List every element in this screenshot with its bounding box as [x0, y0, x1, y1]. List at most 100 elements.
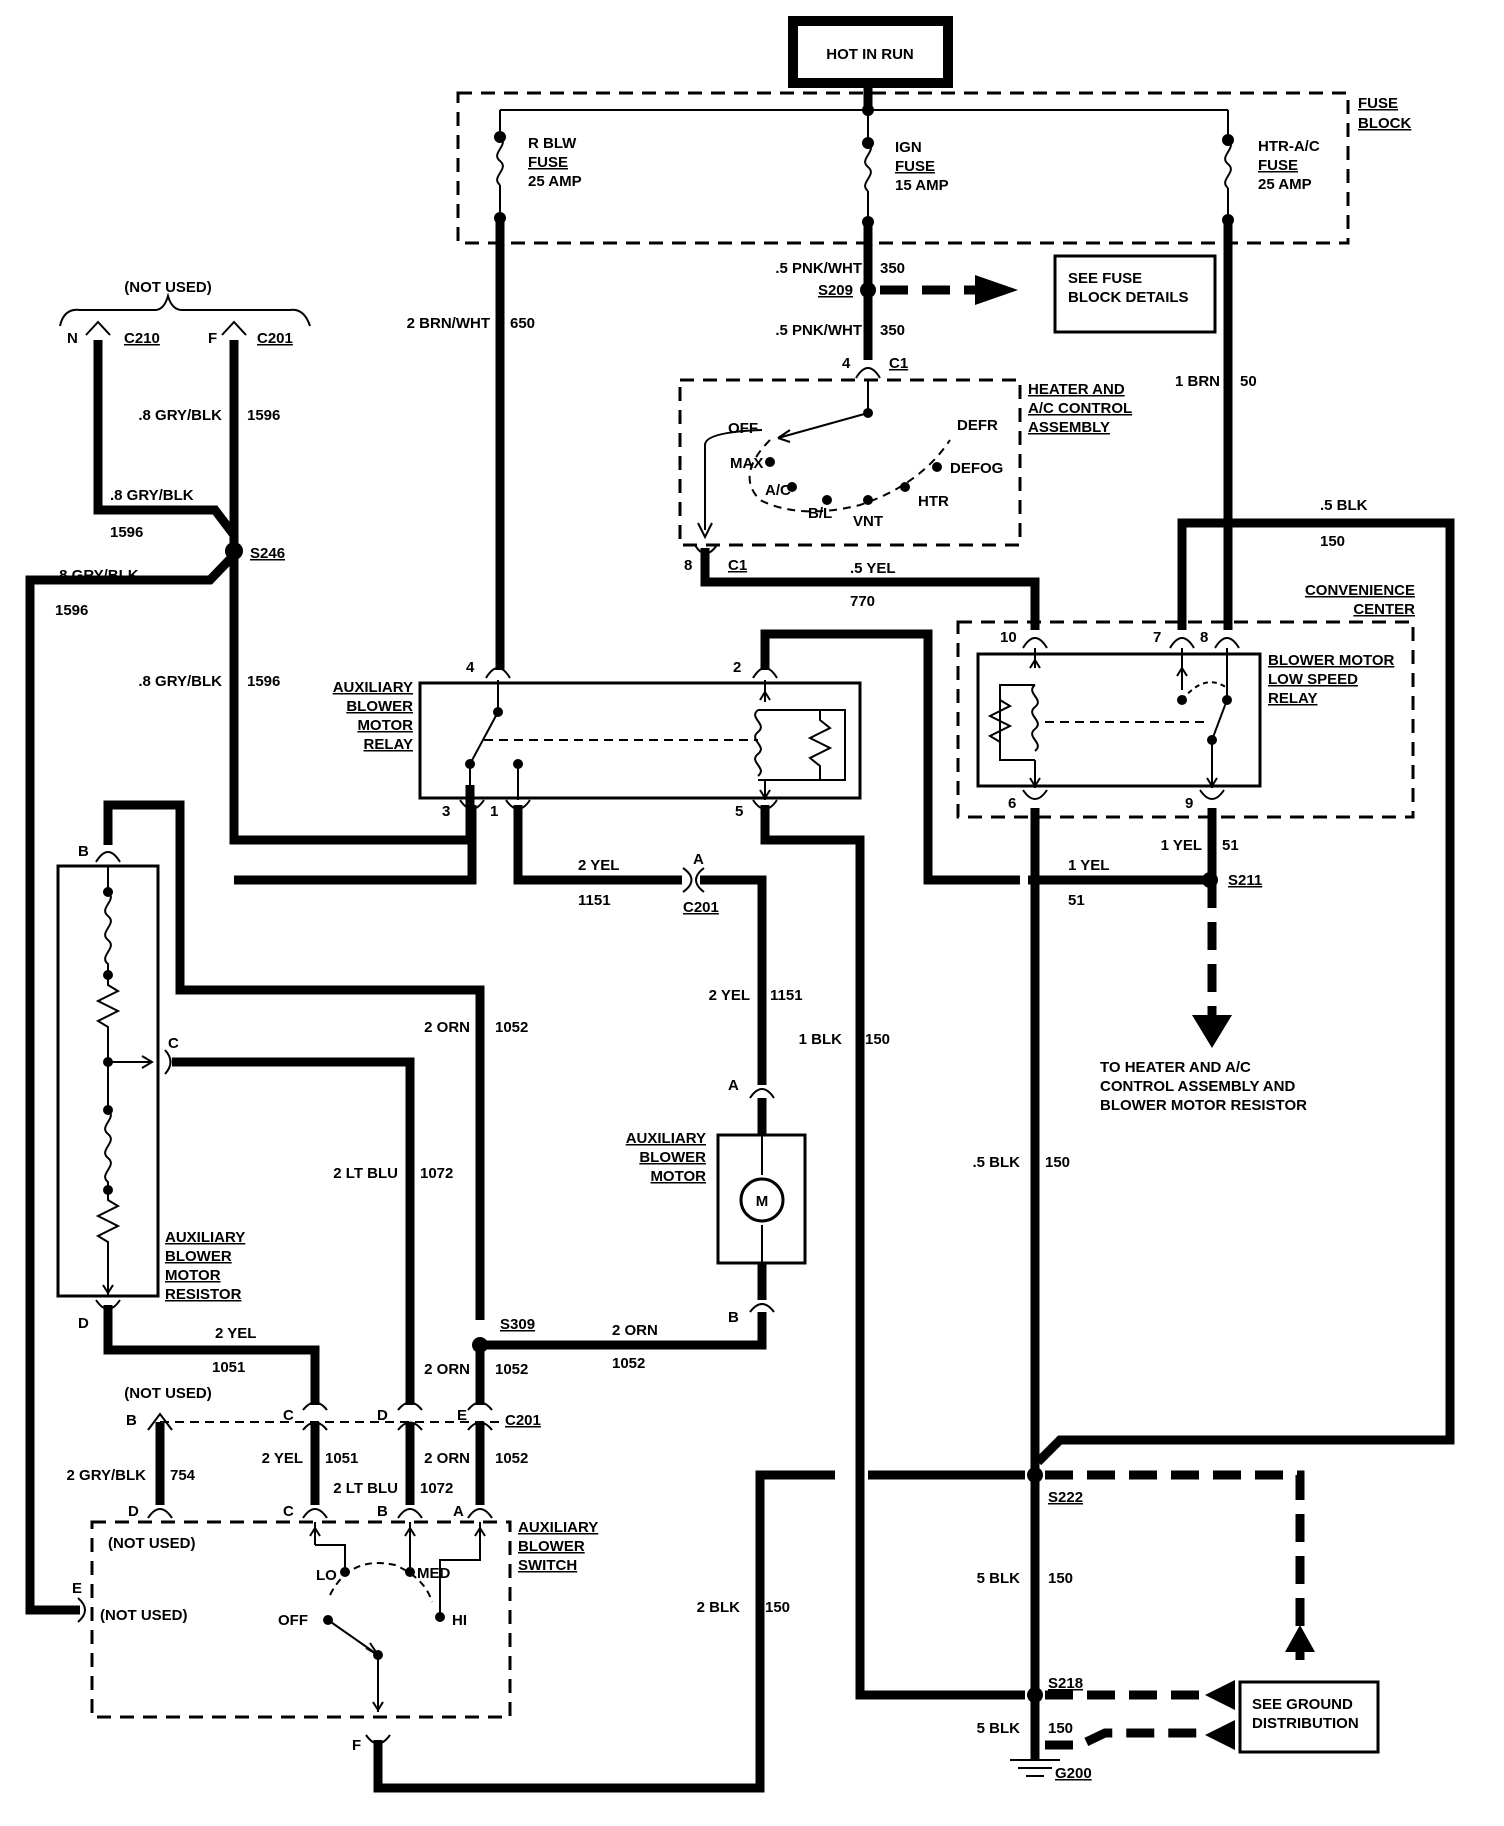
- fuse-htrac-name: HTR-A/C: [1258, 138, 1320, 155]
- yel-1151-circuit: A C201 2 YEL 1151 2 YEL 1151 A: [513, 805, 803, 1099]
- resistor-wire-labels: 2 ORN 1052 2 LT BLU 1072 2 YEL 1051: [212, 1019, 528, 1376]
- splice-s218-label: S218: [1048, 1675, 1083, 1692]
- pin-4-relay: 4: [466, 659, 475, 676]
- wire-label-yel-2-b: 2 YEL: [709, 987, 750, 1004]
- wire-label-yel-2-d: 2 YEL: [262, 1450, 303, 1467]
- wire-label-brn-wht: 2 BRN/WHT: [407, 315, 490, 332]
- not-used-switch-e: (NOT USED): [100, 1607, 188, 1624]
- aux-resistor-title-3: MOTOR: [165, 1267, 221, 1284]
- c201-connector-row: (NOT USED) B C D E C201 2 GRY/BLK 754 2 …: [67, 1385, 541, 1505]
- fuse-htrac-amp: 25 AMP: [1258, 176, 1312, 193]
- wire-circuit-1596-d: 1596: [247, 673, 280, 690]
- orn-1052-circuit: S309 2 ORN 1052 2 ORN 1052: [424, 1312, 767, 1405]
- switch-pos-hi: HI: [452, 1612, 467, 1629]
- pin-d-c201: D: [377, 1407, 388, 1424]
- brn-wht-circuit: 2 BRN/WHT 650: [407, 218, 535, 670]
- wire-circuit-150-a: 150: [865, 1031, 890, 1048]
- hvac-title-2: A/C CONTROL: [1028, 400, 1132, 417]
- pin-a-c201-mid: A: [693, 851, 704, 868]
- to-heater-line-3: BLOWER MOTOR RESISTOR: [1100, 1097, 1307, 1114]
- splice-s209-label: S209: [818, 282, 853, 299]
- aux-switch-title-1: AUXILIARY: [518, 1519, 598, 1536]
- wire-circuit-350-b: 350: [880, 322, 905, 339]
- pin-1-relay: 1: [490, 803, 498, 820]
- wire-circuit-1051-a: 1051: [212, 1359, 245, 1376]
- aux-blower-motor-resistor: B AUXILIARY BLOWER MOTOR RESISTOR C D: [56, 800, 485, 1405]
- pin-5-relay: 5: [735, 803, 743, 820]
- aux-resistor-title-4: RESISTOR: [165, 1286, 242, 1303]
- fuse-ign-word: FUSE: [895, 158, 935, 175]
- hvac-pos-defr: DEFR: [957, 417, 998, 434]
- pin-c-switch: C: [283, 1503, 294, 1520]
- brn-50-circuit: 1 BRN 50: [1175, 220, 1257, 630]
- wire-label-yel-1-b: 1 YEL: [1161, 837, 1202, 854]
- fuse-ign-amp: 15 AMP: [895, 177, 949, 194]
- hot-in-run-label: HOT IN RUN: [826, 46, 914, 63]
- wire-circuit-1072-a: 1072: [420, 1165, 453, 1182]
- pin-8-c1: 8: [684, 557, 692, 574]
- wire-circuit-150-d: 150: [1048, 1570, 1073, 1587]
- to-heater-line-1: TO HEATER AND A/C: [1100, 1059, 1251, 1076]
- fuse-rblw-name: R BLW: [528, 135, 577, 152]
- wire-label-blk-1: 1 BLK: [799, 1031, 843, 1048]
- gry-blk-circuit: (NOT USED) N C210 F C201 S246 .8 GRY/BLK…: [25, 279, 475, 1615]
- wire-label-gry-blk-a: .8 GRY/BLK: [138, 407, 222, 424]
- wire-circuit-1052-a: 1052: [495, 1019, 528, 1036]
- aux-blower-switch: AUXILIARY BLOWER SWITCH D C B A (NOT USE…: [72, 1470, 1025, 1793]
- low-speed-relay-title-1: BLOWER MOTOR: [1268, 652, 1395, 669]
- fuse-block-label-1: FUSE: [1358, 95, 1398, 112]
- splice-s211-label: S211: [1228, 872, 1262, 889]
- wire-label-gry-blk-2: 2 GRY/BLK: [67, 1467, 147, 1484]
- wire-circuit-1151-b: 1151: [770, 987, 803, 1004]
- low-speed-relay-title-3: RELAY: [1268, 690, 1317, 707]
- pin-7-llr: 7: [1153, 629, 1161, 646]
- splice-s246-dot: [225, 542, 243, 560]
- aux-switch-title-3: SWITCH: [518, 1557, 577, 1574]
- switch-pos-med: MED: [417, 1565, 451, 1582]
- wire-circuit-150-f: 150: [765, 1599, 790, 1616]
- fuse-block-label-2: BLOCK: [1358, 115, 1411, 132]
- splice-s218-dot: [1027, 1687, 1043, 1703]
- aux-blower-motor-relay: AUXILIARY BLOWER MOTOR RELAY 4 2 3 1 5: [333, 659, 862, 820]
- wire-circuit-754: 754: [170, 1467, 196, 1484]
- aux-blower-motor: M AUXILIARY BLOWER MOTOR B: [626, 1098, 807, 1326]
- pin-f-c201-top: F: [208, 330, 217, 347]
- hvac-pos-defog: DEFOG: [950, 460, 1003, 477]
- pin-a-motor: A: [728, 1077, 739, 1094]
- ign-feed-circuit: SEE FUSE BLOCK DETAILS .5 PNK/WHT 350 S2…: [775, 222, 1217, 379]
- yel-770-circuit: 8 C1 .5 YEL 770: [684, 544, 1040, 630]
- pin-4-c1: 4: [842, 355, 851, 372]
- ground-symbol: [1010, 1759, 1060, 1777]
- wire-circuit-1596-b: 1596: [110, 524, 143, 541]
- pin-d-switch: D: [128, 1503, 139, 1520]
- see-ground-box: [1238, 1680, 1380, 1754]
- switch-pos-off: OFF: [278, 1612, 308, 1629]
- ground-g200-label: G200: [1055, 1765, 1092, 1782]
- pin-3-relay: 3: [442, 803, 450, 820]
- wire-label-ltblu-a: 2 LT BLU: [333, 1165, 398, 1182]
- wire-circuit-50: 50: [1240, 373, 1257, 390]
- connector-c210: C210: [124, 330, 160, 347]
- connector-c201-top: C201: [257, 330, 293, 347]
- wire-circuit-650: 650: [510, 315, 535, 332]
- wire-label-yel-1-a: 1 YEL: [1068, 857, 1109, 874]
- wire-circuit-770: 770: [850, 593, 875, 610]
- wire-circuit-1052-b: 1052: [612, 1355, 645, 1372]
- aux-relay-title-3: MOTOR: [357, 717, 413, 734]
- aux-relay-title-1: AUXILIARY: [333, 679, 413, 696]
- pin-n: N: [67, 330, 78, 347]
- pin-c-resistor: C: [168, 1035, 179, 1052]
- not-used-top: (NOT USED): [124, 279, 212, 296]
- splice-s209-dot: [860, 282, 876, 298]
- splice-s222-label: S222: [1048, 1489, 1083, 1506]
- fuse-ign-name: IGN: [895, 139, 922, 156]
- wire-circuit-1051-b: 1051: [325, 1450, 358, 1467]
- aux-resistor-title-2: BLOWER: [165, 1248, 232, 1265]
- pin-d-resistor: D: [78, 1315, 89, 1332]
- hvac-pos-htr: HTR: [918, 493, 949, 510]
- aux-motor-title-3: MOTOR: [650, 1168, 706, 1185]
- pin-6-llr: 6: [1008, 795, 1016, 812]
- pin-e-c201: E: [457, 1407, 467, 1424]
- fuse-htrac-word: FUSE: [1258, 157, 1298, 174]
